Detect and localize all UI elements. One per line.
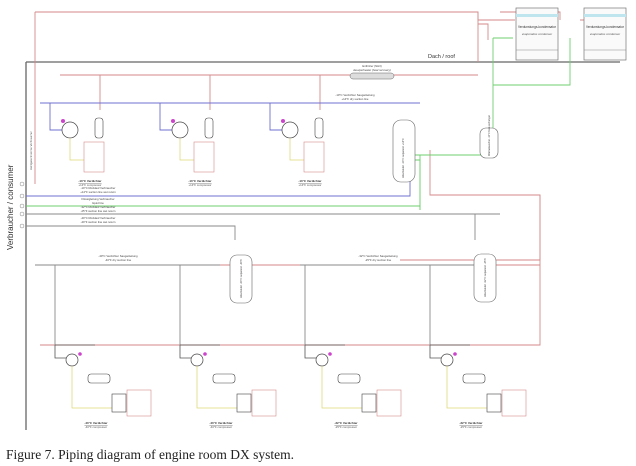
svg-text:-32°C Verdichter: -32°C Verdichter bbox=[459, 421, 483, 425]
roof-label: Dach / roof bbox=[428, 54, 455, 60]
return-10-label-2: +14°F suction line wet return bbox=[80, 190, 116, 194]
heat-recovery-label: Heißgasentnahme Verbraucher bbox=[29, 131, 33, 170]
return-30-label-1: -32°C Rücklauf Verbraucher bbox=[81, 205, 116, 209]
return-30-label-2: -25°F suction line wet return bbox=[81, 209, 116, 213]
svg-text:-40°F compressor: -40°F compressor bbox=[210, 425, 232, 429]
condenser-2-subtitle: evaporative condenser bbox=[590, 32, 621, 36]
svg-text:-40°F compressor: -40°F compressor bbox=[85, 425, 107, 429]
suction-40-label-1: -40°C Verdichter Sauganleitung bbox=[98, 254, 138, 258]
figure-caption: Figure 7. Piping diagram of engine room … bbox=[6, 447, 294, 462]
svg-text:Wärmetauscher -10°C heat excha: Wärmetauscher -10°C heat exchanger bbox=[488, 115, 491, 156]
lower-compressor-3: -32°C Verdichter -25°F compressor bbox=[304, 344, 402, 429]
heat-exchanger-10: Wärmetauscher -10°C heat exchanger bbox=[479, 115, 499, 159]
separator-32: Abscheider -32°C separator -25°F bbox=[473, 253, 497, 303]
svg-text:Abscheider -32°C separator -25: Abscheider -32°C separator -25°F bbox=[483, 257, 487, 297]
svg-text:-40°C Verdichter: -40°C Verdichter bbox=[84, 421, 108, 425]
desuperheater bbox=[349, 72, 395, 80]
condenser-1: Verdunstungs-kondensator evaporative con… bbox=[515, 7, 559, 61]
condenser-1-subtitle: evaporative condenser bbox=[522, 32, 553, 36]
desuperheater-label-2: desuperheater (heat recovery) bbox=[353, 68, 391, 72]
upper-compressor-3: -10°C Verdichter +14°F compressor bbox=[281, 117, 325, 187]
consumer-label: Verbraucher / consumer bbox=[6, 164, 15, 250]
condenser-1-title: Verdunstungs-kondensator bbox=[518, 25, 557, 29]
svg-text:-10°C Verdichter: -10°C Verdichter bbox=[188, 179, 212, 183]
desuperheater-label-1: Enthitzer (NH3) bbox=[362, 64, 381, 68]
upper-compressor-1: -10°C Verdichter +14°F compressor bbox=[61, 117, 105, 187]
condenser-2: Verdunstungs-kondensator evaporative con… bbox=[583, 7, 627, 61]
svg-text:+14°F compressor: +14°F compressor bbox=[189, 183, 212, 187]
condenser-2-title: Verdunstungs-kondensator bbox=[586, 25, 625, 29]
svg-text:+14°F compressor: +14°F compressor bbox=[299, 183, 322, 187]
piping-diagram: Dach / roof Verbraucher / consumer Heißg… bbox=[6, 7, 627, 430]
lower-compressor-1: -40°C Verdichter -40°F compressor bbox=[54, 344, 152, 429]
suction-32-label-2: -25°F dry suction line bbox=[365, 258, 392, 262]
suction-10-label-2: +14°F dry suction line bbox=[341, 97, 368, 101]
lower-compressor-4: -32°C Verdichter -25°F compressor bbox=[429, 344, 527, 429]
separator-40: Abscheider -40°C separator -40°F bbox=[229, 254, 253, 304]
liquid-label-2: liquid line bbox=[92, 201, 104, 205]
svg-text:+14°F compressor: +14°F compressor bbox=[79, 183, 102, 187]
svg-text:-10°C Verdichter: -10°C Verdichter bbox=[78, 179, 102, 183]
svg-text:-10°C Verdichter: -10°C Verdichter bbox=[298, 179, 322, 183]
liquid-label-1: Flüssigleitung Verbraucher bbox=[81, 197, 114, 201]
consumer-connectors bbox=[19, 181, 25, 229]
svg-text:Abscheider -10°C separator +14: Abscheider -10°C separator +14°F bbox=[401, 138, 405, 178]
lower-compressor-2: -40°C Verdichter -40°F compressor bbox=[179, 344, 277, 429]
suction-10-label-1: -10°C Verdichter Sauganleitung bbox=[335, 93, 375, 97]
svg-text:-25°F compressor: -25°F compressor bbox=[335, 425, 357, 429]
return-40-label-1: -40°C Rücklauf Verbraucher bbox=[81, 216, 116, 220]
suction-40-label-2: -40°F dry suction line bbox=[105, 258, 132, 262]
separator-10: Abscheider -10°C separator +14°F bbox=[392, 119, 416, 183]
return-40-label-2: -40°F suction line wet return bbox=[81, 220, 116, 224]
svg-text:-40°C Verdichter: -40°C Verdichter bbox=[209, 421, 233, 425]
svg-text:Abscheider -40°C separator -40: Abscheider -40°C separator -40°F bbox=[239, 258, 243, 298]
svg-text:-25°F compressor: -25°F compressor bbox=[460, 425, 482, 429]
upper-compressor-2: -10°C Verdichter +14°F compressor bbox=[171, 117, 215, 187]
return-10-label-1: -10°C Rücklauf Verbraucher bbox=[81, 186, 116, 190]
svg-text:-32°C Verdichter: -32°C Verdichter bbox=[334, 421, 358, 425]
suction-low-lines bbox=[26, 213, 500, 345]
suction-32-label-1: -32°C Verdichter Sauganleitung bbox=[358, 254, 398, 258]
